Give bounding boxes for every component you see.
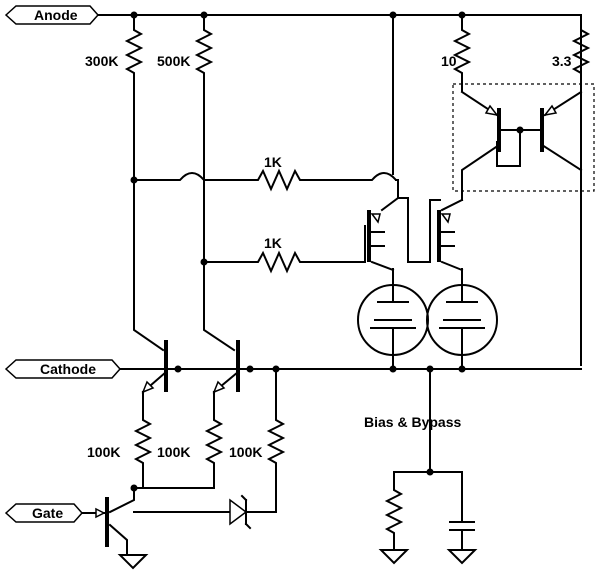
- resistor-100k-c-label: 100K: [229, 444, 262, 460]
- zener-diode: [133, 494, 277, 530]
- vacuum-tube-right: [426, 268, 498, 370]
- bias-bypass-label: Bias & Bypass: [364, 414, 461, 430]
- anode-port: Anode: [4, 5, 100, 25]
- transistor-mid-left: [367, 14, 395, 272]
- resistor-100k-a-label: 100K: [87, 444, 120, 460]
- tube-cross-wires: [397, 197, 441, 263]
- cathode-rail: [119, 365, 582, 373]
- resistor-300k-label: 300K: [85, 53, 118, 69]
- resistor-3-3-label: 3.3: [552, 53, 572, 69]
- resistor-100k-a: 100K: [87, 405, 153, 488]
- transistor-left-a: [141, 340, 168, 406]
- cathode-port: Cathode: [4, 359, 122, 379]
- resistor-1k-top: 1K: [130, 154, 399, 212]
- resistor-1k-mid: 1K: [200, 225, 366, 274]
- transistor-left-b: [212, 340, 240, 406]
- transistor-mid-right: [437, 198, 464, 272]
- resistor-10-label: 10: [441, 53, 457, 69]
- resistor-100k-b-label: 100K: [157, 444, 190, 460]
- gate-ground-symbol: [117, 554, 149, 570]
- resistor-1k-top-label: 1K: [264, 154, 282, 170]
- anode-port-label: Anode: [34, 7, 78, 23]
- resistor-300k: 300K: [85, 15, 144, 180]
- cathode-port-label: Cathode: [40, 361, 96, 377]
- column-300k-wire: [133, 179, 165, 352]
- resistor-1k-mid-label: 1K: [264, 235, 282, 251]
- gate-port: Gate: [4, 503, 84, 523]
- bias-bypass-network: Bias & Bypass: [364, 368, 478, 565]
- gate-transistor: [81, 487, 135, 556]
- gate-port-label: Gate: [32, 505, 63, 521]
- resistor-500k-label: 500K: [157, 53, 190, 69]
- resistor-3-3: 3.3: [552, 15, 591, 92]
- dashed-pnp-box: [452, 83, 595, 201]
- resistor-10: 10: [441, 15, 472, 92]
- column-500k-wire: [203, 261, 236, 352]
- resistor-100k-c: 100K: [229, 369, 286, 512]
- resistor-500k: 500K: [157, 15, 214, 262]
- vacuum-tube-left: [357, 268, 429, 370]
